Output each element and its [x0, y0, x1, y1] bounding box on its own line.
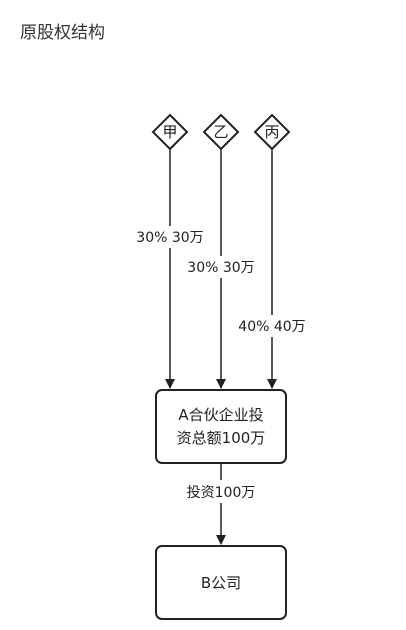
shareholder-node-jia: 甲 [151, 113, 189, 151]
company-box [155, 545, 287, 620]
partnership-box [155, 389, 287, 464]
edge-label-yi: 30% 30万 [187, 260, 254, 276]
shareholder-node-bing: 丙 [253, 113, 291, 151]
company-node: B公司 [155, 545, 287, 620]
edge-label-jia: 30% 30万 [136, 230, 203, 246]
partnership-line2: 资总额100万 [177, 429, 266, 447]
shareholder-name: 甲 [162, 123, 177, 141]
partnership-line1: A合伙企业投 [178, 406, 263, 424]
shareholder-name: 乙 [213, 123, 228, 141]
edge-label-investment: 投资100万 [187, 485, 256, 501]
edge-label-bing: 40% 40万 [238, 319, 305, 335]
partnership-node: A合伙企业投 资总额100万 [155, 389, 287, 464]
company-name: B公司 [201, 574, 241, 592]
shareholder-node-yi: 乙 [202, 113, 240, 151]
shareholder-name: 丙 [264, 123, 279, 141]
page-title: 原股权结构 [20, 23, 105, 43]
